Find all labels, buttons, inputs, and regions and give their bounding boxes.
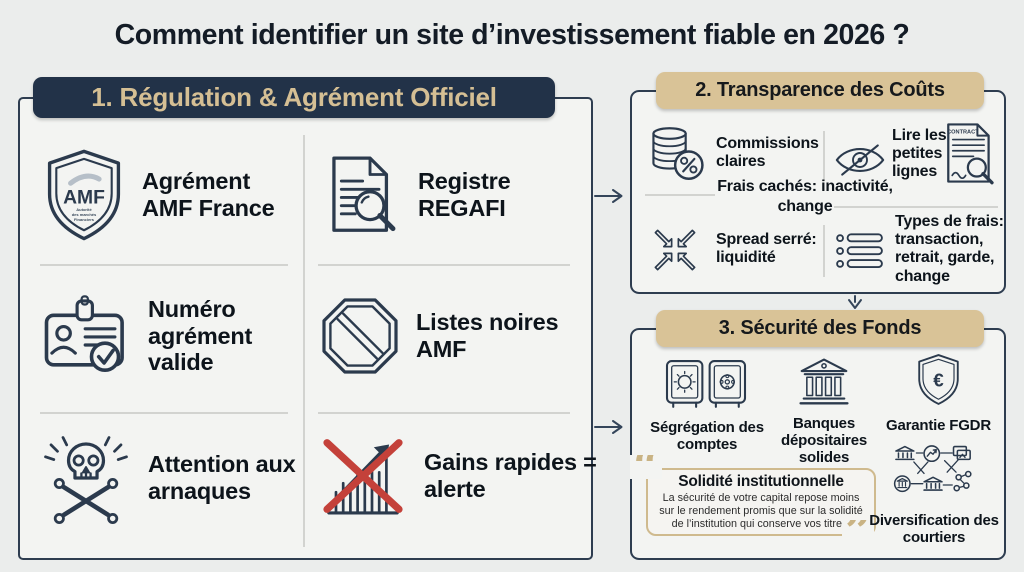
- document-magnifier-icon: [320, 150, 402, 240]
- svg-text:CONTRACT: CONTRACT: [947, 129, 979, 135]
- panel-regulation-header: 1. Régulation & Agrément Officiel: [33, 77, 555, 118]
- panel1-row-divider: [40, 264, 288, 266]
- item-label: Gains rapides = alerte: [424, 449, 597, 502]
- panel2-vertical-divider: [823, 131, 825, 181]
- item-agrement-amf: AMF Autorité des marchés Financiers Agré…: [42, 145, 292, 245]
- eye-slash-icon: [833, 139, 887, 181]
- item-label: Agrément AMF France: [142, 168, 275, 221]
- contract-magnifier-icon: CONTRACT: [941, 121, 997, 185]
- item-label: Types de frais: transaction, retrait, ga…: [895, 213, 1004, 285]
- panel-transparence: [630, 90, 1006, 294]
- item-label: Attention aux arnaques: [148, 451, 296, 504]
- panel2-vertical-divider: [823, 225, 825, 277]
- panel1-row-divider: [318, 412, 570, 414]
- coins-percent-icon: [646, 124, 708, 184]
- item-label: Ségrégation des comptes: [650, 419, 764, 454]
- quote-body: La sécurité de votre capital repose moin…: [659, 492, 863, 531]
- panel-securite-header: 3. Sécurité des Fonds: [656, 310, 984, 347]
- svg-text:€: €: [933, 370, 944, 391]
- svg-text:des marchés: des marchés: [72, 212, 97, 217]
- item-label: Lire les petites lignes: [892, 127, 947, 181]
- skull-crossbones-icon: [40, 432, 132, 524]
- item-label: Registre REGAFI: [418, 168, 511, 221]
- page-title: Comment identifier un site d’investissem…: [114, 19, 910, 51]
- item-label: Diversification des courtiers: [869, 512, 999, 547]
- item-registre-regafi: Registre REGAFI: [320, 147, 588, 243]
- panel1-vertical-divider: [303, 135, 305, 547]
- open-quote-mark: “: [630, 455, 663, 479]
- shield-euro-icon: €: [915, 351, 962, 408]
- item-label: Garantie FGDR: [886, 417, 991, 434]
- svg-text:Financiers: Financiers: [74, 217, 95, 222]
- bank-icon: [798, 355, 850, 411]
- fee-list-icon: [834, 229, 888, 273]
- item-gains-rapides: Gains rapides = alerte: [318, 428, 614, 524]
- item-label: Spread serré: liquidité: [716, 231, 817, 267]
- id-card-check-icon: [42, 294, 132, 378]
- item-label: Commissions claires: [716, 135, 819, 171]
- item-label: Banques dépositaires solides: [781, 415, 867, 467]
- svg-text:AMF: AMF: [63, 187, 105, 208]
- item-label: Numéro agrément valide: [148, 295, 253, 376]
- broker-network-icon: [883, 444, 985, 508]
- close-quote-mark: ”: [842, 520, 875, 544]
- panel2-row-divider: [645, 194, 715, 196]
- svg-text:Autorité: Autorité: [76, 207, 92, 212]
- arrow-panel1-to-panel2: [594, 189, 623, 203]
- hidden-fees-note: Frais cachés: inactivité, change: [717, 178, 893, 215]
- item-label: Listes noires AMF: [416, 309, 559, 362]
- item-listes-noires: Listes noires AMF: [320, 292, 586, 380]
- panel1-row-divider: [318, 264, 570, 266]
- panel2-row-divider: [834, 206, 998, 208]
- amf-shield-icon: AMF Autorité des marchés Financiers: [42, 148, 126, 242]
- converging-arrows-icon: [647, 222, 703, 278]
- crossed-rising-chart-icon: [318, 430, 408, 522]
- quote-box: Solidité institutionnelle La sécurité de…: [646, 468, 876, 536]
- item-attention-arnaques: Attention aux arnaques: [40, 430, 333, 526]
- prohibition-sign-icon: [320, 296, 400, 376]
- panel1-row-divider: [40, 412, 288, 414]
- arrow-panel2-to-panel3: [848, 295, 862, 309]
- quote-title: Solidité institutionnelle: [678, 473, 844, 490]
- double-safe-icon: [663, 359, 749, 411]
- panel-transparence-header: 2. Transparence des Coûts: [656, 72, 984, 109]
- item-numero-agrement: Numéro agrément valide: [42, 288, 278, 384]
